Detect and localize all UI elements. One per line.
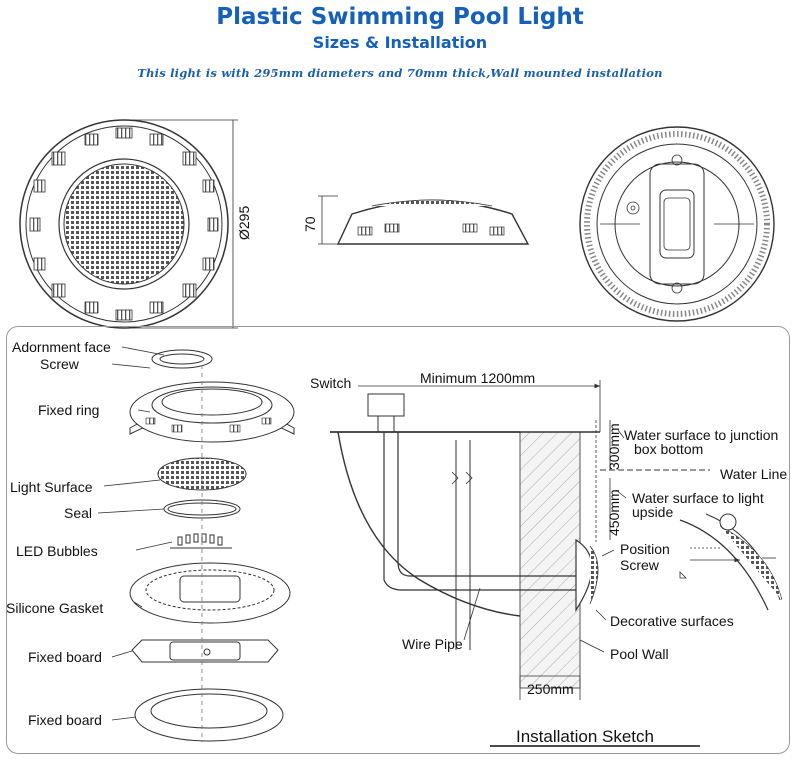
label-position-screw: Screw xyxy=(620,557,659,573)
side-view-drawing xyxy=(318,195,530,245)
description-text: This light is with 295mm diameters and 7… xyxy=(137,66,663,80)
exploded-installation-panel xyxy=(6,326,790,754)
label-fixed-board-2: Fixed board xyxy=(28,712,102,728)
label-position: Position xyxy=(620,541,670,557)
label-light-surface: Light Surface xyxy=(10,479,93,495)
label-seal: Seal xyxy=(64,505,93,521)
back-view-drawing xyxy=(579,126,775,322)
label-pool-wall: Pool Wall xyxy=(610,646,669,662)
installation-sketch-title: Installation Sketch xyxy=(516,727,654,746)
installation-sketch-drawing xyxy=(330,380,783,747)
page-subtitle: Sizes & Installation xyxy=(312,33,488,52)
label-adornment-face: Adornment face xyxy=(12,339,111,355)
label-dim-250: 250mm xyxy=(527,681,574,697)
label-dim-450: 450mm xyxy=(606,489,622,536)
label-fixed-ring: Fixed ring xyxy=(38,402,100,418)
label-water-to-light-2: upside xyxy=(632,504,674,520)
label-decorative-surfaces: Decorative surfaces xyxy=(610,613,734,629)
label-silicone-gasket: Silicone Gasket xyxy=(6,600,104,616)
ring-slots xyxy=(29,127,219,321)
label-minimum: Minimum 1200mm xyxy=(420,370,536,386)
thickness-label: 70 xyxy=(302,216,318,232)
label-water-to-light-1: Water surface to light xyxy=(632,490,764,506)
front-view-drawing xyxy=(19,119,238,329)
label-water-to-junction-2: box bottom xyxy=(634,441,704,457)
label-wire-pipe: Wire Pipe xyxy=(402,636,463,652)
label-screw: Screw xyxy=(40,356,79,372)
page-title: Plastic Swimming Pool Light xyxy=(216,4,584,30)
label-fixed-board-1: Fixed board xyxy=(28,649,102,665)
label-dim-300: 300mm xyxy=(606,423,622,470)
exploded-view-drawing xyxy=(97,346,295,742)
label-water-line: Water Line xyxy=(720,466,788,482)
label-switch: Switch xyxy=(310,375,352,391)
label-water-to-junction-1: Water surface to junction xyxy=(624,427,779,443)
diameter-label: Ø295 xyxy=(236,205,252,240)
label-led-bubbles: LED Bubbles xyxy=(16,543,98,559)
led-bubbles-drawing xyxy=(170,533,232,549)
